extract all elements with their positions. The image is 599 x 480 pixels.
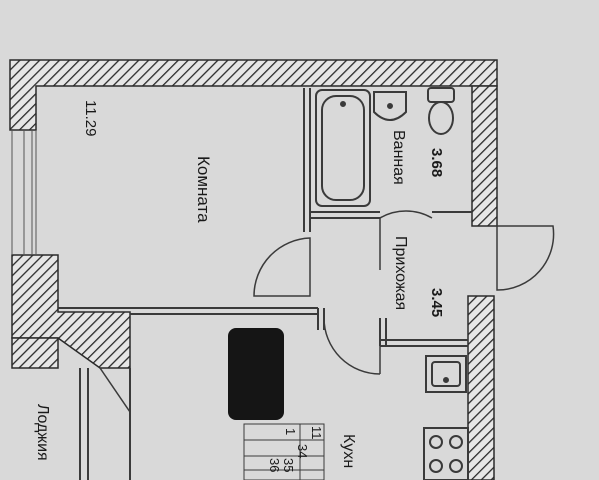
door-bathroom: [379, 210, 433, 219]
bathroom-area: 3.68: [428, 148, 445, 177]
room-area: 11.29: [82, 100, 99, 136]
legend-table: [243, 423, 325, 480]
hallway-name: Прихожая: [392, 236, 409, 310]
doors: [99, 210, 555, 413]
kitchen-name: Кухн: [340, 434, 357, 468]
loggia-name: Лоджия: [34, 404, 51, 461]
room-name: Комната: [194, 156, 213, 223]
redaction-block: [228, 328, 284, 420]
bathroom-name: Ванная: [390, 130, 407, 185]
kitchen-sink: [425, 355, 467, 393]
exterior-walls: [9, 59, 498, 480]
hallway-area: 3.45: [428, 288, 445, 317]
wall-top: [9, 59, 498, 131]
bathtub: [315, 89, 371, 207]
toilet: [427, 87, 455, 135]
window-left: [11, 130, 37, 255]
legend-number: 1: [283, 428, 298, 435]
legend-value: 34: [295, 444, 310, 458]
sink: [373, 91, 407, 121]
door-kitchen: [323, 317, 381, 375]
wall-stub: [11, 337, 59, 369]
kitchen-stove: [423, 427, 469, 480]
legend-value: 35: [281, 458, 296, 472]
door-room: [253, 237, 311, 297]
wall-right-lower: [467, 295, 495, 480]
wall-right-upper: [471, 85, 498, 227]
legend-value: 11: [309, 426, 324, 440]
door-entrance: [496, 225, 555, 291]
legend-value: 36: [267, 458, 282, 472]
